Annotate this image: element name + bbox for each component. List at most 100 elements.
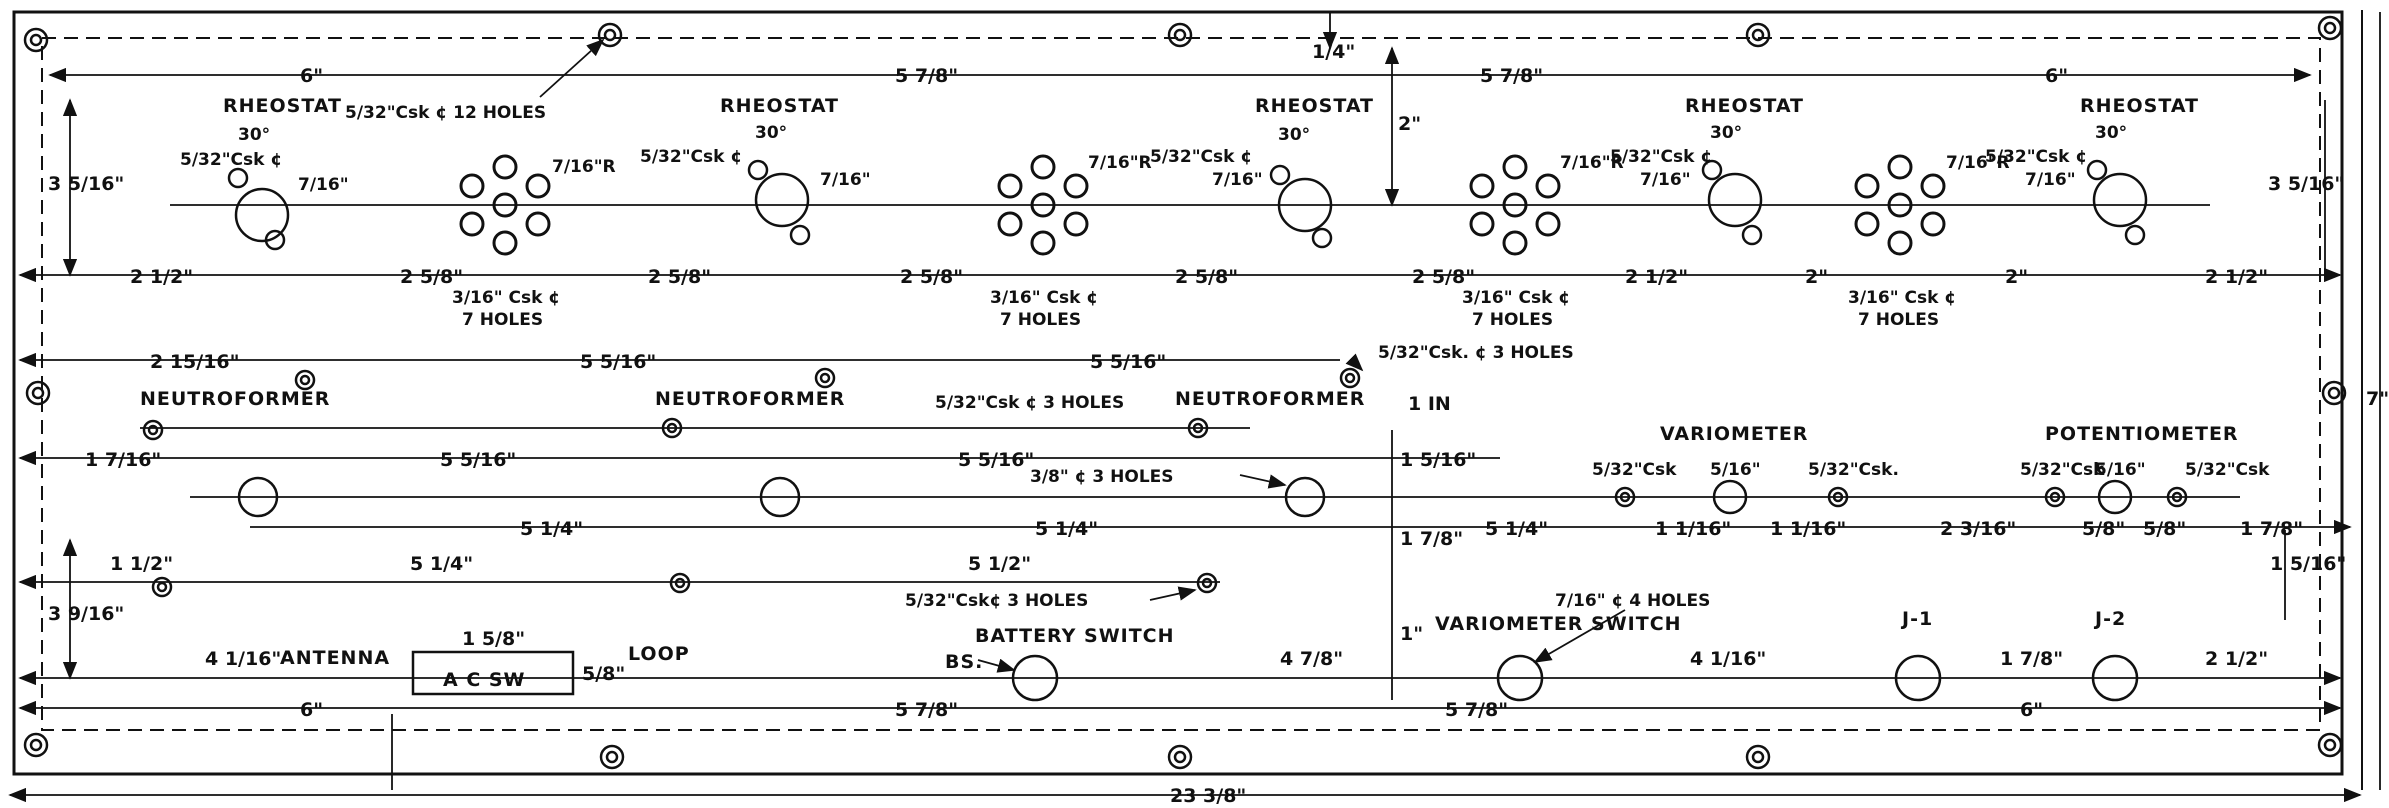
- label-antenna: ANTENNA: [280, 647, 390, 669]
- label-rheostat-3: RHEOSTAT: [1255, 95, 1374, 117]
- dim-row-2-b: 2": [2005, 266, 2028, 288]
- note-csk-5-32-1: 5/32"Csk ¢: [180, 150, 282, 170]
- note-csk-5-32-2: 5/32"Csk ¢: [640, 147, 742, 167]
- dim-top-5-7-8-left: 5 7/8": [895, 65, 958, 87]
- dim-bot-6-right: 6": [2020, 699, 2043, 721]
- rheostat-group: [227, 159, 2148, 251]
- dim-row-2-5-8-a: 2 5/8": [400, 266, 463, 288]
- note-angle-2: 30°: [755, 123, 787, 143]
- label-variometer-switch: VARIOMETER SWITCH: [1435, 613, 1682, 635]
- dim-1-7-8-j: 1 7/8": [2000, 648, 2063, 670]
- dim-row-2-half-right: 2 1/2": [2205, 266, 2268, 288]
- label-neutroformer-3: NEUTROFORMER: [1175, 388, 1365, 410]
- dim-bot-6-left: 6": [300, 699, 323, 721]
- note-d-7-16-4: 7/16": [1640, 170, 1691, 190]
- note-hole-7-16-4: 7/16" ¢ 4 HOLES: [1555, 591, 1710, 611]
- label-rheostat-4: RHEOSTAT: [1685, 95, 1804, 117]
- note-csk-3-holes: 5/32"Csk. ¢ 3 HOLES: [1378, 343, 1574, 363]
- dim-1-7-8-right: 1 7/8": [2240, 518, 2303, 540]
- note-radius-2: 7/16"R: [1088, 153, 1152, 173]
- note-d-7-16-1: 7/16": [298, 175, 349, 195]
- ac-switch-box: [411, 650, 575, 696]
- label-battery-switch: BATTERY SWITCH: [975, 625, 1175, 647]
- dim-5-half: 5 1/2": [968, 553, 1031, 575]
- dim-row-2-a: 2": [1805, 266, 1828, 288]
- dim-3-5-16-left: 3 5/16": [48, 173, 124, 195]
- dim-row-2-half-mid: 2 1/2": [1625, 266, 1688, 288]
- note-csk-7-holes-4a: 3/16" Csk ¢: [1848, 288, 1956, 308]
- label-neutroformer-1: NEUTROFORMER: [140, 388, 330, 410]
- dim-5-quarter-a: 5 1/4": [520, 518, 583, 540]
- note-pot-5-16: 5/16": [2095, 460, 2146, 480]
- dim-1-in-2: 1": [1400, 623, 1423, 645]
- note-csk-7-holes-1b: 7 HOLES: [462, 310, 543, 330]
- dim-top-5-7-8-right: 5 7/8": [1480, 65, 1543, 87]
- dim-row-2-5-8-e: 2 5/8": [1412, 266, 1475, 288]
- label-loop: LOOP: [628, 643, 690, 665]
- note-csk-5-32-5: 5/32"Csk ¢: [1985, 147, 2087, 167]
- dim-5-8-a: 5/8": [2082, 518, 2125, 540]
- note-pot-csk-right: 5/32"Csk: [2185, 460, 2270, 480]
- dim-5-5-16-c: 5 5/16": [440, 449, 516, 471]
- dim-3-9-16: 3 9/16": [48, 603, 124, 625]
- label-ac-sw: A C SW: [443, 669, 526, 691]
- dim-2-3-16: 2 3/16": [1940, 518, 2016, 540]
- label-neutroformer-2: NEUTROFORMER: [655, 388, 845, 410]
- note-csk-7-holes-2b: 7 HOLES: [1000, 310, 1081, 330]
- note-csk-12-holes: 5/32"Csk ¢ 12 HOLES: [345, 103, 546, 123]
- dim-1-5-8: 1 5/8": [462, 628, 525, 650]
- label-rheostat-2: RHEOSTAT: [720, 95, 839, 117]
- label-variometer: VARIOMETER: [1660, 423, 1808, 445]
- dim-2-15-16: 2 15/16": [150, 351, 240, 373]
- note-angle-5: 30°: [2095, 123, 2127, 143]
- dim-overall-width: 23 3/8": [1170, 785, 1246, 807]
- note-var-5-16: 5/16": [1710, 460, 1761, 480]
- dim-5-5-16-b: 5 5/16": [1090, 351, 1166, 373]
- note-var-csk-right: 5/32"Csk.: [1808, 460, 1899, 480]
- note-hole-3-8: 3/8" ¢ 3 HOLES: [1030, 467, 1174, 487]
- dim-two: 2": [1398, 113, 1421, 135]
- label-rheostat-5: RHEOSTAT: [2080, 95, 2199, 117]
- note-csk-3-holes-b: 5/32"Csk ¢ 3 HOLES: [935, 393, 1124, 413]
- note-csk-7-holes-3a: 3/16" Csk ¢: [1462, 288, 1570, 308]
- note-csk-7-holes-2a: 3/16" Csk ¢: [990, 288, 1098, 308]
- dim-1-1-16-a: 1 1/16": [1655, 518, 1731, 540]
- dim-row-2-5-8-d: 2 5/8": [1175, 266, 1238, 288]
- mounting-holes: [23, 15, 2347, 770]
- note-csk-5-32-4: 5/32"Csk ¢: [1610, 147, 1712, 167]
- note-pot-csk-left: 5/32"Csk: [2020, 460, 2105, 480]
- note-d-7-16-5: 7/16": [2025, 170, 2076, 190]
- dim-overall-height: 7": [2366, 388, 2389, 410]
- dim-4-1-16-b: 4 1/16": [1690, 648, 1766, 670]
- label-rheostat-1: RHEOSTAT: [223, 95, 342, 117]
- dim-bot-5-7-8-right: 5 7/8": [1445, 699, 1508, 721]
- note-angle-3: 30°: [1278, 125, 1310, 145]
- switch-jack-holes: [1011, 654, 2139, 702]
- dim-bot-5-7-8-left: 5 7/8": [895, 699, 958, 721]
- dim-5-8-v: 5/8": [582, 663, 625, 685]
- label-j2: J-2: [2093, 608, 2126, 630]
- dim-row-2-5-8-b: 2 5/8": [648, 266, 711, 288]
- note-csk-5-32-3: 5/32"Csk ¢: [1150, 147, 1252, 167]
- note-d-7-16-2: 7/16": [820, 170, 871, 190]
- note-angle-1: 30°: [238, 125, 270, 145]
- label-bs: BS.: [945, 651, 983, 673]
- label-potentiometer: POTENTIOMETER: [2045, 423, 2239, 445]
- dim-1-in: 1 IN: [1408, 393, 1451, 415]
- three-eighths-holes: [237, 476, 1326, 518]
- dim-5-8-b: 5/8": [2143, 518, 2186, 540]
- dim-top-6-right: 6": [2045, 65, 2068, 87]
- dim-4-7-8: 4 7/8": [1280, 648, 1343, 670]
- dim-2-half-j: 2 1/2": [2205, 648, 2268, 670]
- dim-quarter: 1/4": [1312, 41, 1355, 63]
- note-radius-4: 7/16"R: [1946, 153, 2010, 173]
- dim-5-quarter-b: 5 1/4": [1035, 518, 1098, 540]
- dim-1-half: 1 1/2": [110, 553, 173, 575]
- dim-top-6-left: 6": [300, 65, 323, 87]
- dim-5-quarter-d: 5 1/4": [410, 553, 473, 575]
- dim-5-5-16-a: 5 5/16": [580, 351, 656, 373]
- label-j1: J-1: [1900, 608, 1933, 630]
- note-csk-3-holes-c: 5/32"Csk¢ 3 HOLES: [905, 591, 1088, 611]
- dim-row-2-half-left: 2 1/2": [130, 266, 193, 288]
